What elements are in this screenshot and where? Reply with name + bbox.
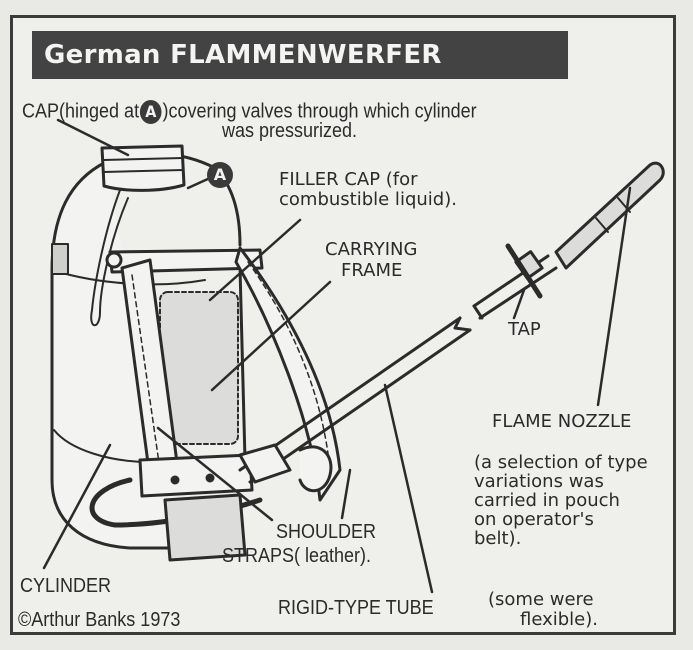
label-cap-line2: was pressurized. xyxy=(222,120,358,142)
label-shoulder-straps-line2: STRAPS( leather). xyxy=(222,545,372,567)
diagram-title: German FLAMMENWERFER xyxy=(32,31,568,79)
label-cap-suffix: )covering valves through which cylinder xyxy=(162,100,477,123)
hinge-marker-letter: A xyxy=(213,165,227,184)
marker-a-badge: A xyxy=(139,100,162,124)
label-carrying-frame-line2: FRAME xyxy=(341,260,403,281)
cap-shape xyxy=(100,144,186,192)
label-nozzle-note: (a selection of type variations was carr… xyxy=(474,452,648,549)
rigid-tube xyxy=(238,316,472,484)
leader-lines xyxy=(42,118,632,594)
label-filler-cap-line1: FILLER CAP (for xyxy=(279,169,418,190)
flame-nozzle xyxy=(554,161,665,270)
label-shoulder-straps-line1: SHOULDER xyxy=(276,521,377,543)
label-tube-note-line2: flexible). xyxy=(520,609,598,630)
label-flame-nozzle: FLAME NOZZLE xyxy=(492,411,632,432)
label-tap: TAP xyxy=(508,319,541,340)
label-filler-cap-line2: combustible liquid). xyxy=(279,189,457,210)
label-tube-note-line1: (some were xyxy=(488,589,594,610)
label-carrying-frame-line1: CARRYING xyxy=(325,239,418,260)
label-cap-prefix: CAP(hinged at xyxy=(22,100,140,123)
copyright-credit: ©Arthur Banks 1973 xyxy=(18,609,181,631)
label-cylinder: CYLINDER xyxy=(20,575,112,597)
cylinder-body xyxy=(50,160,177,550)
hinge-marker-a xyxy=(207,162,233,188)
belt xyxy=(138,453,254,498)
label-rigid-tube: RIGID-TYPE TUBE xyxy=(278,597,434,619)
